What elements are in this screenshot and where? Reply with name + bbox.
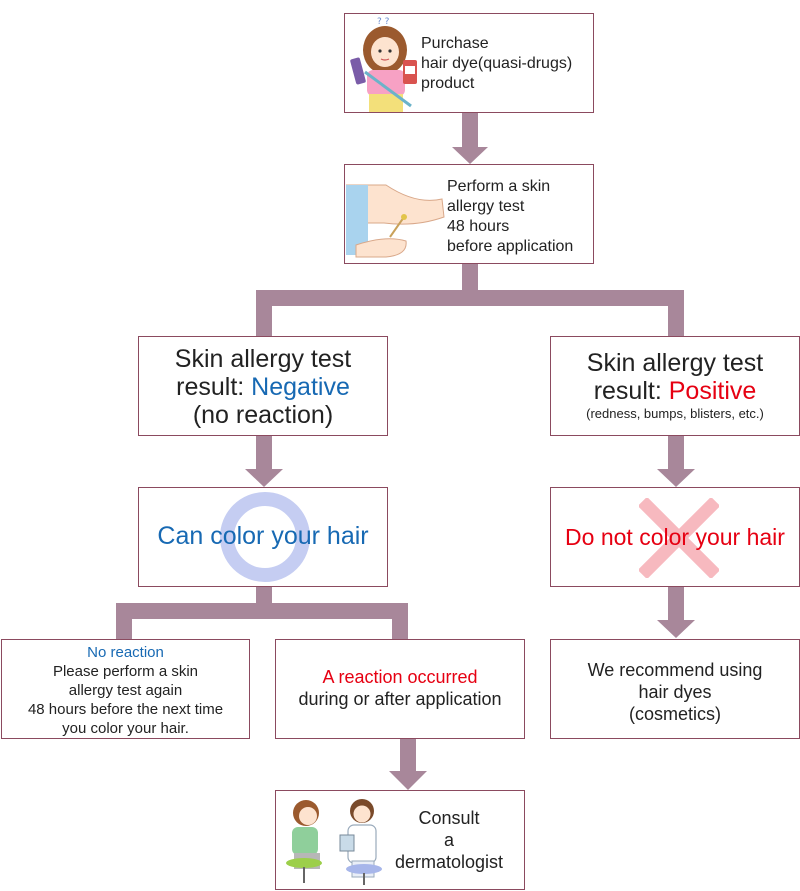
- step-skin-test-box: Perform a skin allergy test 48 hours bef…: [344, 164, 594, 264]
- step-purchase-box: ? ? Purchase hair dye(quasi-drugs) produ…: [344, 13, 594, 113]
- connector-step2-branch: [462, 264, 478, 298]
- no-reaction-title: No reaction: [87, 644, 164, 661]
- branch-left-drop: [256, 290, 272, 337]
- doctor-consultation-illustration: [286, 799, 382, 885]
- skin-test-line1: Perform a skin: [447, 178, 551, 195]
- connector-positive-donot: [668, 436, 684, 472]
- negative-line3: (no reaction): [192, 401, 334, 429]
- can-color-text: Can color your hair: [157, 522, 369, 550]
- connector-reaction-consult: [400, 738, 416, 774]
- arrow-head-consult: [389, 771, 427, 790]
- split-horizontal: [116, 603, 408, 619]
- svg-text:? ?: ? ?: [377, 17, 390, 27]
- connector-step1-step2: [462, 112, 478, 150]
- reaction-line1: during or after application: [298, 689, 502, 709]
- connector-negative-can: [256, 436, 272, 472]
- arrow-head-donot: [657, 469, 695, 487]
- no-reaction-box: No reaction Please perform a skin allerg…: [1, 639, 250, 739]
- skin-test-line4: before application: [447, 238, 574, 255]
- negative-prefix: result:: [176, 373, 252, 401]
- branch-horizontal: [256, 290, 684, 306]
- no-reaction-line1: Please perform a skin: [52, 663, 199, 680]
- consult-line1: Consult: [418, 808, 480, 828]
- positive-line2: result: Positive: [551, 377, 799, 405]
- do-not-color-text: Do not color your hair: [565, 524, 785, 550]
- skin-test-line3: 48 hours: [447, 218, 510, 235]
- consult-line2: a: [443, 830, 454, 850]
- positive-prefix: result:: [593, 377, 669, 405]
- branch-right-drop: [668, 290, 684, 337]
- negative-result-label: Negative: [251, 373, 350, 401]
- circle-mark-icon: [220, 492, 310, 582]
- arrow-head-can: [245, 469, 283, 487]
- skin-test-text: Perform a skin allergy test 48 hours bef…: [447, 177, 573, 257]
- negative-result-box: Skin allergy test result: Negative (no r…: [138, 336, 388, 436]
- purchase-line1: Purchase: [421, 35, 489, 52]
- skin-test-line2: allergy test: [447, 198, 525, 215]
- purchase-line3: product: [421, 75, 475, 92]
- reaction-title: A reaction occurred: [322, 667, 478, 687]
- consult-line3: dermatologist: [394, 852, 504, 872]
- positive-result-box: Skin allergy test result: Positive (redn…: [550, 336, 800, 436]
- recommend-line3: (cosmetics): [628, 704, 721, 724]
- recommend-box: We recommend using hair dyes (cosmetics): [550, 639, 800, 739]
- consult-text: Consult a dermatologist: [394, 807, 504, 873]
- purchase-text: Purchase hair dye(quasi-drugs) product: [421, 34, 572, 94]
- do-not-color-box: Do not color your hair: [550, 487, 800, 587]
- can-color-box: Can color your hair: [138, 487, 388, 587]
- positive-line1: Skin allergy test: [586, 349, 764, 377]
- arm-test-illustration: [346, 184, 445, 258]
- negative-line1: Skin allergy test: [174, 345, 352, 373]
- positive-result-label: Positive: [668, 377, 757, 405]
- arrow-head-recommend: [657, 620, 695, 638]
- split-left-drop: [116, 603, 132, 640]
- recommend-line1: We recommend using: [587, 660, 763, 680]
- reaction-occurred-box: A reaction occurred during or after appl…: [275, 639, 525, 739]
- split-right-drop: [392, 603, 408, 640]
- shopper-illustration: ? ?: [350, 17, 417, 112]
- arrow-head-step2: [452, 147, 488, 164]
- purchase-line2: hair dye(quasi-drugs): [421, 55, 573, 72]
- no-reaction-line4: you color your hair.: [62, 720, 189, 737]
- negative-line2: result: Negative: [139, 373, 387, 401]
- recommend-line2: hair dyes: [638, 682, 712, 702]
- cross-mark-icon: [639, 498, 719, 578]
- consult-box: Consult a dermatologist: [275, 790, 525, 890]
- positive-line3: (redness, bumps, blisters, etc.): [586, 406, 764, 421]
- no-reaction-line2: allergy test again: [68, 682, 183, 699]
- no-reaction-line3: 48 hours before the next time: [27, 701, 224, 718]
- connector-donot-recommend: [668, 586, 684, 622]
